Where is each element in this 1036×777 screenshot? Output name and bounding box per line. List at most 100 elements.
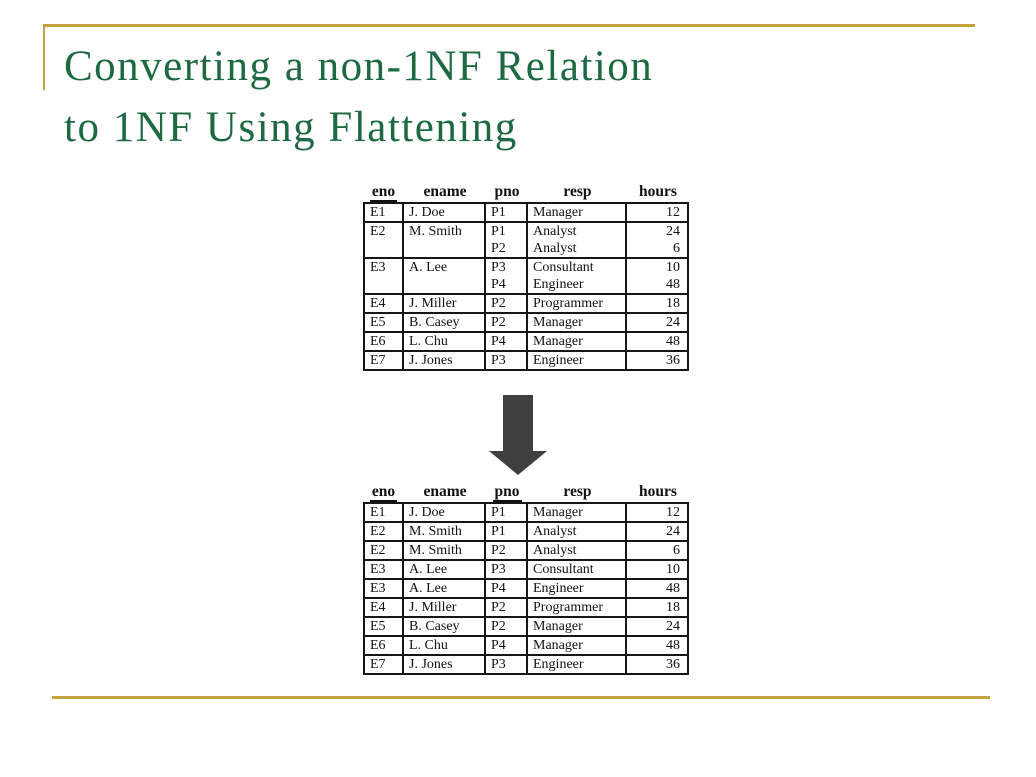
cell-resp: Manager — [526, 635, 627, 656]
cell-ename: B. Casey — [402, 312, 486, 333]
cell-pno-value: P3 — [491, 353, 506, 368]
cell-pno-value: P1 — [491, 505, 506, 520]
cell-hours-value: 24 — [666, 315, 680, 330]
cell-resp-value: Engineer — [533, 353, 584, 368]
cell-pno-value: P2 — [491, 241, 506, 256]
column-header-hours: hours — [627, 483, 689, 502]
cell-resp-value: Analyst — [533, 543, 577, 558]
cell-ename-value: B. Casey — [409, 315, 460, 330]
cell-pno-value: P2 — [491, 296, 506, 311]
cell-hours-value: 12 — [666, 205, 680, 220]
cell-resp-value: Manager — [533, 315, 583, 330]
cell-hours-set: 48 — [625, 331, 689, 352]
cell-resp: Engineer — [526, 654, 627, 675]
cell-ename-value: A. Lee — [409, 260, 448, 275]
cell-hours: 24 — [625, 521, 689, 542]
cell-eno-value: E3 — [370, 581, 386, 596]
cell-eno-value: E3 — [370, 562, 386, 577]
cell-ename-value: J. Jones — [409, 657, 453, 672]
cell-resp-value: Manager — [533, 638, 583, 653]
cell-ename-value: J. Doe — [409, 505, 445, 520]
cell-pno: P4 — [484, 578, 528, 599]
column-header-pno: pno — [486, 183, 528, 202]
cell-eno: E7 — [363, 350, 404, 371]
cell-ename: L. Chu — [402, 331, 486, 352]
cell-eno-value: E2 — [370, 224, 386, 239]
cell-hours-value: 12 — [666, 505, 680, 520]
cell-resp: Programmer — [526, 597, 627, 618]
cell-hours-set: 18 — [625, 293, 689, 314]
column-header-label: ename — [423, 183, 467, 200]
cell-resp-value: Programmer — [533, 296, 603, 311]
cell-pno-set: P1 — [484, 202, 528, 223]
cell-ename: J. Miller — [402, 597, 486, 618]
cell-pno: P2 — [484, 616, 528, 637]
cell-hours: 12 — [625, 502, 689, 523]
column-header-resp: resp — [528, 183, 627, 202]
cell-eno-value: E3 — [370, 260, 386, 275]
cell-hours-value: 24 — [666, 224, 680, 239]
cell-resp: Analyst — [526, 521, 627, 542]
cell-eno-value: E2 — [370, 524, 386, 539]
column-header-label: pno — [492, 483, 522, 502]
cell-ename-value: A. Lee — [409, 562, 448, 577]
column-header-label: hours — [639, 183, 677, 200]
cell-eno: E6 — [363, 635, 404, 656]
column-header-label: hours — [639, 483, 677, 500]
cell-eno: E3 — [363, 578, 404, 599]
cell-ename-value: B. Casey — [409, 619, 460, 634]
cell-eno: E3 — [363, 559, 404, 580]
cell-ename-value: A. Lee — [409, 581, 448, 596]
column-header-ename: ename — [404, 183, 486, 202]
cell-resp-value: Analyst — [533, 224, 577, 239]
top-border-line — [43, 24, 975, 27]
cell-hours-value: 24 — [666, 619, 680, 634]
cell-resp-set: Manager — [526, 312, 627, 333]
cell-resp: Manager — [526, 502, 627, 523]
cell-hours: 10 — [625, 559, 689, 580]
cell-resp-set: Manager — [526, 331, 627, 352]
cell-ename-value: M. Smith — [409, 224, 462, 239]
cell-eno-value: E5 — [370, 315, 386, 330]
cell-ename: L. Chu — [402, 635, 486, 656]
cell-ename-value: J. Miller — [409, 296, 457, 311]
cell-resp-set: Manager — [526, 202, 627, 223]
cell-ename-value: L. Chu — [409, 334, 448, 349]
cell-resp-set: Programmer — [526, 293, 627, 314]
cell-eno-value: E7 — [370, 657, 386, 672]
cell-pno-value: P1 — [491, 524, 506, 539]
cell-eno: E2 — [363, 221, 404, 259]
cell-resp: Analyst — [526, 540, 627, 561]
cell-ename-value: M. Smith — [409, 543, 462, 558]
cell-hours: 48 — [625, 635, 689, 656]
cell-hours-value: 48 — [666, 334, 680, 349]
cell-pno: P3 — [484, 654, 528, 675]
column-header-label: eno — [369, 183, 398, 202]
bottom-border-line — [52, 696, 990, 699]
cell-ename: M. Smith — [402, 540, 486, 561]
cell-pno-value: P3 — [491, 260, 506, 275]
column-header-label: resp — [563, 483, 592, 500]
cell-pno: P2 — [484, 540, 528, 561]
cell-eno: E4 — [363, 293, 404, 314]
cell-hours-set: 12 — [625, 202, 689, 223]
column-header-eno: eno — [363, 483, 404, 502]
cell-ename: J. Doe — [402, 502, 486, 523]
cell-ename-value: J. Jones — [409, 353, 453, 368]
cell-resp-value: Manager — [533, 334, 583, 349]
cell-resp-value: Engineer — [533, 581, 584, 596]
cell-eno: E5 — [363, 616, 404, 637]
cell-pno: P4 — [484, 635, 528, 656]
